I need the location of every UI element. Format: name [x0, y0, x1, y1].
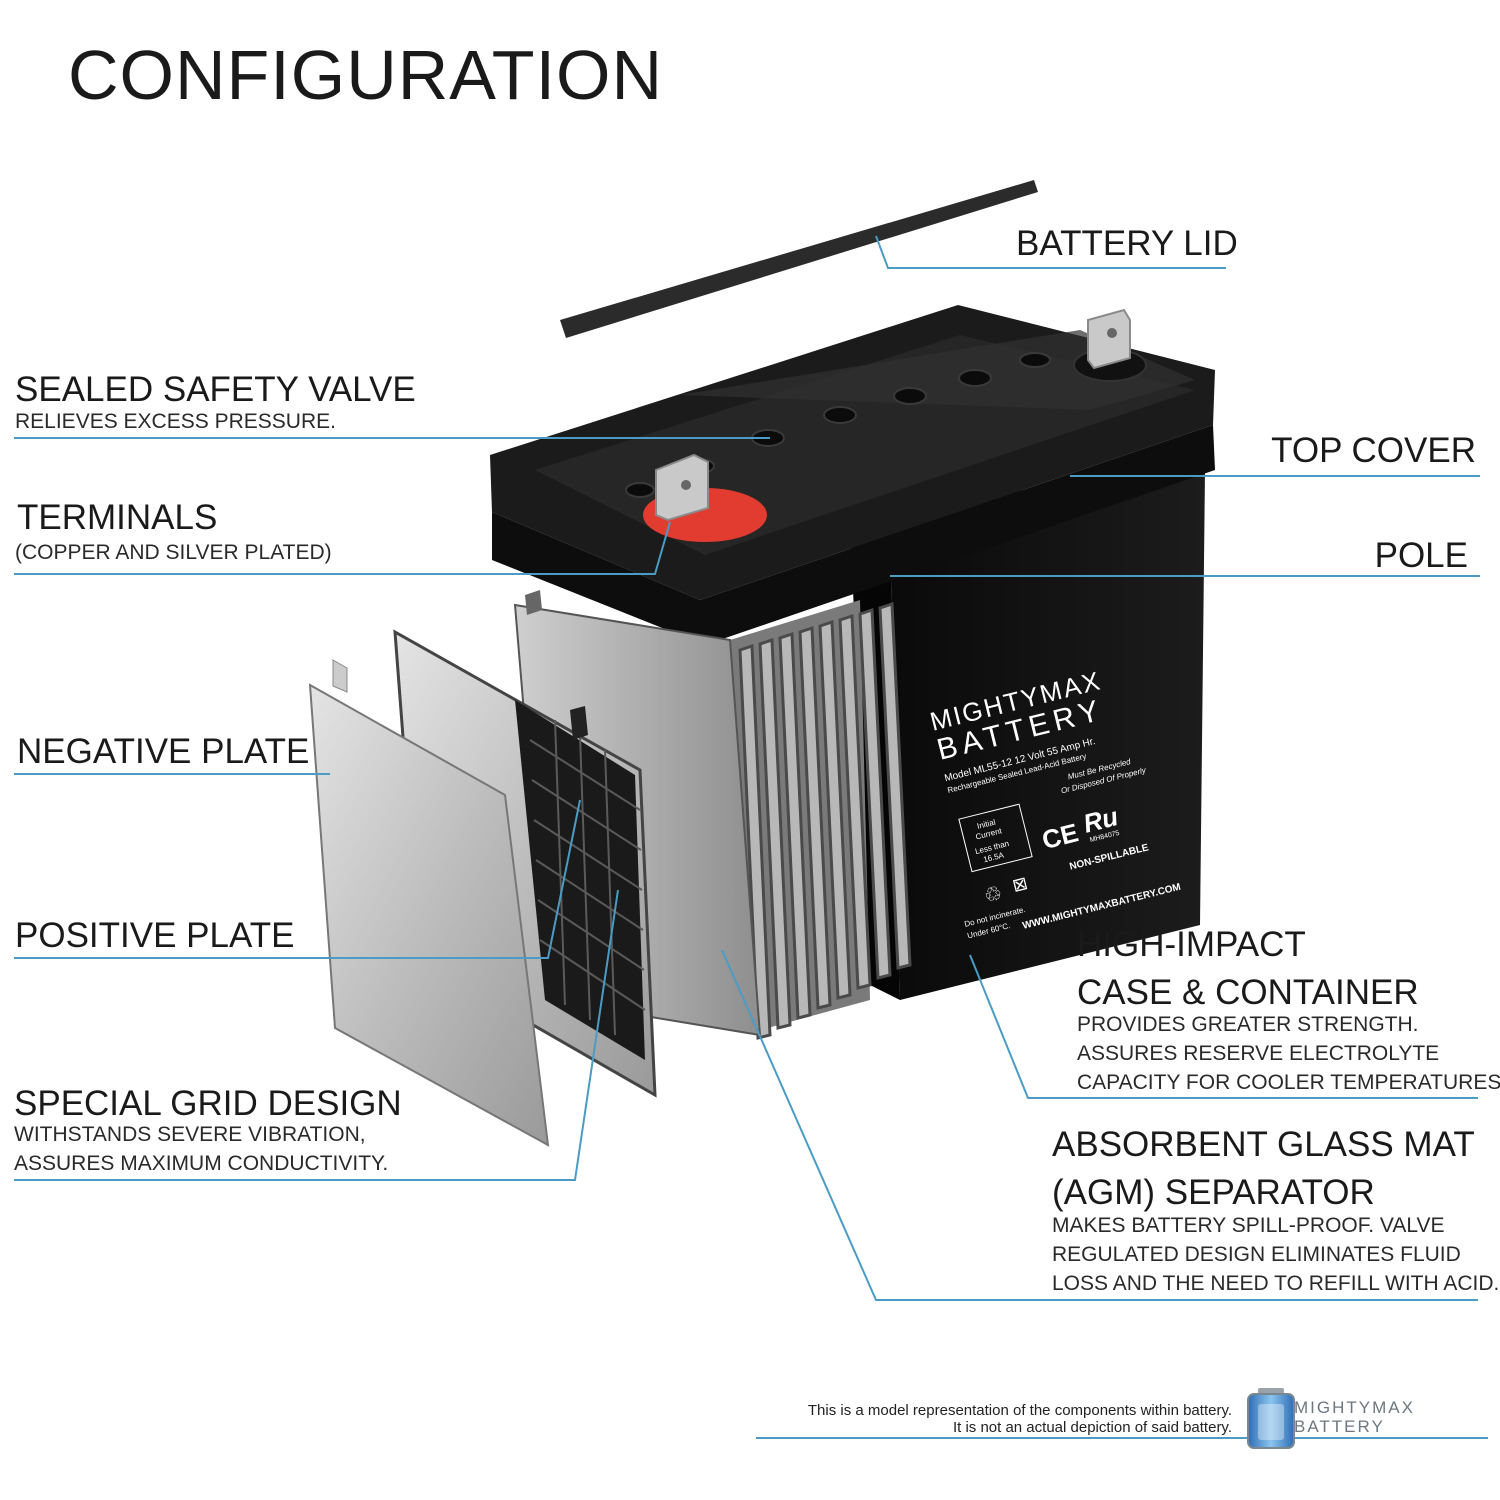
- label-agm-title-1: ABSORBENT GLASS MAT: [1052, 1125, 1475, 1164]
- label-top-cover: TOP COVER: [1271, 431, 1476, 470]
- leader-grid: [14, 889, 619, 1181]
- label-negative-plate: NEGATIVE PLATE: [17, 732, 310, 771]
- case-current-1: Initial: [976, 818, 997, 831]
- label-agm-desc-3: LOSS AND THE NEED TO REFILL WITH ACID.: [1052, 1272, 1500, 1295]
- grid-tab: [570, 706, 588, 740]
- label-case-desc-3: CAPACITY FOR COOLER TEMPERATURES.: [1077, 1071, 1500, 1094]
- label-agm-desc-2: REGULATED DESIGN ELIMINATES FLUID: [1052, 1243, 1461, 1266]
- grid-pattern: [529, 719, 646, 1036]
- label-pole: POLE: [1374, 536, 1468, 575]
- label-terminals-title: TERMINALS: [17, 498, 218, 537]
- label-terminals-desc: (COPPER AND SILVER PLATED): [15, 541, 332, 564]
- battery-lid: [560, 180, 1038, 338]
- label-valve-desc: RELIEVES EXCESS PRESSURE.: [15, 410, 336, 433]
- leader-terminals: [14, 521, 671, 575]
- label-grid-title: SPECIAL GRID DESIGN: [14, 1084, 402, 1123]
- label-grid-desc-2: ASSURES MAXIMUM CONDUCTIVITY.: [14, 1152, 389, 1175]
- label-case-title-1: HIGH-IMPACT: [1077, 925, 1306, 964]
- footer-logo: MIGHTYMAX BATTERY: [1294, 1398, 1415, 1436]
- terminal-negative: [1087, 308, 1131, 370]
- label-agm-desc-1: MAKES BATTERY SPILL-PROOF. VALVE: [1052, 1214, 1445, 1237]
- label-case-desc-1: PROVIDES GREATER STRENGTH.: [1077, 1013, 1419, 1036]
- leader-positive-plate: [14, 799, 581, 959]
- label-agm-title-2: (AGM) SEPARATOR: [1052, 1173, 1375, 1212]
- leader-battery-lid: [875, 235, 1226, 269]
- exploded-plates: [308, 629, 657, 1147]
- leader-lines: [14, 235, 1488, 1439]
- page-title: CONFIGURATION: [68, 36, 664, 114]
- battery-logo-icon: [1247, 1388, 1295, 1449]
- no-bin-icon: ⊠: [1010, 873, 1029, 896]
- label-grid-desc-1: WITHSTANDS SEVERE VIBRATION,: [14, 1123, 366, 1146]
- label-battery-lid: BATTERY LID: [1016, 224, 1238, 263]
- negative-plate: [308, 683, 550, 1147]
- footer-line-1: This is a model representation of the co…: [807, 1402, 1232, 1419]
- label-positive-plate: POSITIVE PLATE: [15, 916, 295, 955]
- footer-disclaimer: This is a model representation of the co…: [640, 1402, 1232, 1436]
- logo-line-1: MIGHTYMAX: [1294, 1398, 1415, 1417]
- logo-line-2: BATTERY: [1294, 1417, 1385, 1436]
- terminal-positive: [655, 453, 709, 522]
- label-case-title-2: CASE & CONTAINER: [1077, 973, 1419, 1012]
- label-valve-title: SEALED SAFETY VALVE: [15, 370, 416, 409]
- leader-agm: [721, 949, 1478, 1301]
- recycle-icon: ♲: [982, 882, 1005, 908]
- footer-line-2: It is not an actual depiction of said ba…: [952, 1419, 1232, 1436]
- leader-case: [969, 954, 1478, 1099]
- label-case-desc-2: ASSURES RESERVE ELECTROLYTE: [1077, 1042, 1440, 1065]
